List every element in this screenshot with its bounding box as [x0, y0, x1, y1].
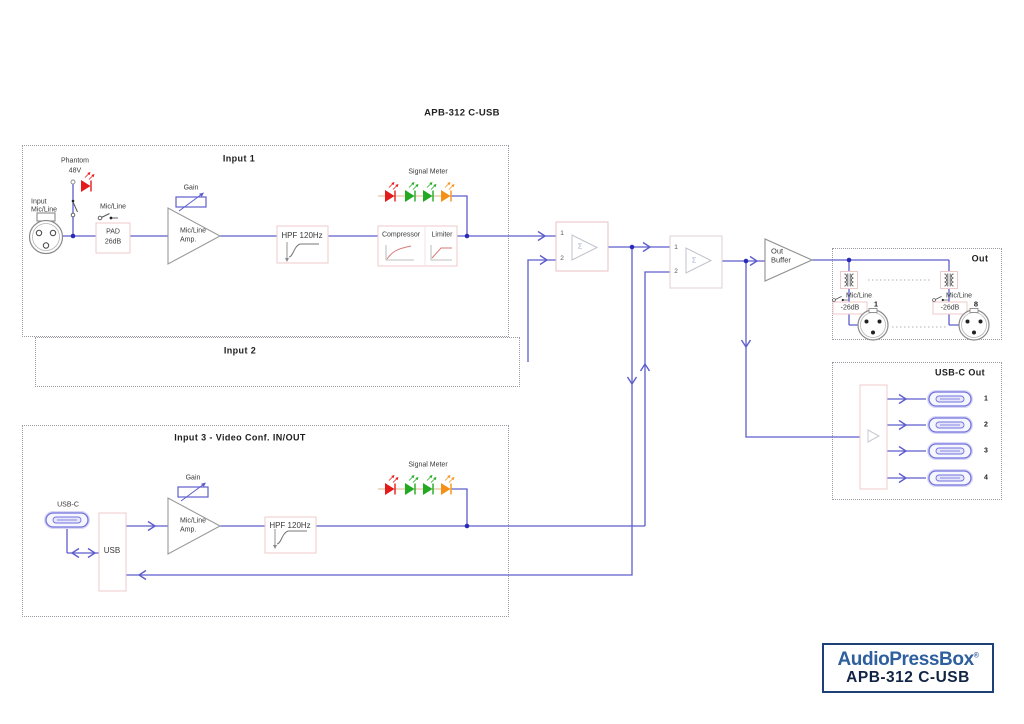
usbc-port-3-label: 3: [984, 447, 988, 455]
diagram-title: APB-312 C-USB: [424, 107, 500, 119]
out1-pad-label: -26dB: [840, 304, 860, 312]
input2-section-box: [35, 337, 520, 387]
hpf-curve-input3: [273, 529, 307, 549]
amp-label-input3-line2: Amp.: [180, 526, 197, 534]
usbc-out-section-label: USB-C Out: [934, 367, 986, 378]
micline-switch-label: Mic/Line: [99, 203, 127, 211]
limiter-label: Limiter: [431, 231, 453, 239]
amp-label-input3-line1: Mic/Line: [180, 517, 207, 525]
hpf-label-input3: HPF 120Hz: [269, 521, 311, 530]
out8-pad-label: -26dB: [940, 304, 960, 312]
out-buffer-triangle: [764, 238, 814, 282]
pad-label-line2: 26dB: [104, 238, 122, 246]
usbc-out-port-4: [927, 469, 973, 487]
meter3-led-green1: [404, 474, 420, 496]
usbc-out-port-3: [927, 442, 973, 460]
mixer1-in2-label: 2: [560, 254, 564, 262]
out-buffer-label-line2: Buffer: [771, 255, 791, 265]
mixer2-block: [669, 235, 723, 289]
micline-switch-icon-input1: [97, 213, 119, 221]
phantom-label-line1: Phantom: [60, 157, 90, 165]
mixer1-block: [555, 221, 609, 272]
out-channel-1-label: 1: [873, 299, 879, 309]
usbc-port-4-label: 4: [984, 474, 988, 482]
usbc-input-connector: [44, 511, 90, 529]
out-section-label: Out: [971, 253, 989, 264]
input-micline-label-line1: Input: [31, 198, 47, 206]
meter3-led-red: [384, 474, 400, 496]
mixer2-in1-label: 1: [674, 243, 678, 251]
compressor-curve: [385, 245, 414, 261]
signal-meter-label-input1: Signal Meter: [408, 168, 448, 176]
usbc-out-buffer-block: [859, 384, 888, 490]
registered-mark: ®: [973, 652, 979, 660]
out8-pad-block: [932, 301, 968, 315]
brand-name: AudioPressBox®: [837, 648, 979, 670]
meter3-led-green2: [422, 474, 438, 496]
pad-label-line1: PAD: [106, 228, 120, 236]
meter1-led-green2: [422, 181, 438, 203]
amp-label-input1-line1: Mic/Line: [180, 227, 207, 235]
out-channel-8-label: 8: [973, 299, 979, 309]
phantom-led-icon: [80, 171, 96, 193]
out1-pad-block: [832, 301, 868, 315]
hpf-label-input1: HPF 120Hz: [281, 231, 323, 240]
out-buffer-label-line1: Out: [771, 246, 784, 256]
mixer1-opamp-icon: [571, 234, 599, 261]
brand-model: APB-312 C-USB: [846, 668, 970, 686]
compressor-limiter-block: [377, 225, 458, 267]
brand-logo: AudioPressBox® APB-312 C-USB: [822, 643, 994, 693]
out1-micline-label: Mic/Line: [846, 292, 873, 300]
usbc-out-section-box: [832, 362, 1002, 500]
input1-section-label: Input 1: [222, 153, 256, 164]
input2-section-label: Input 2: [223, 345, 257, 356]
usbc-buffer-opamp-icon: [867, 429, 881, 443]
mixer1-sum-symbol: Σ: [577, 243, 583, 251]
gain-pot-input1: [175, 191, 207, 212]
phantom-switch-icon: [70, 179, 78, 218]
compressor-label: Compressor: [381, 231, 421, 239]
hpf-curve-input1: [285, 242, 319, 262]
xlr-input-connector: [28, 212, 64, 255]
usbc-out-port-1: [927, 390, 973, 408]
input3-section-box: [22, 425, 509, 617]
limiter-curve: [430, 245, 452, 261]
gain-label-input3: Gain: [185, 474, 201, 482]
phantom-label-line2: 48V: [68, 167, 82, 175]
transformer-icon-1: [840, 271, 858, 289]
usb-interface-block: [98, 512, 127, 592]
usbc-connector-label: USB-C: [57, 501, 79, 509]
meter3-led-orange: [440, 474, 456, 496]
channel-repeat-dots: [868, 279, 948, 328]
meter1-led-red: [384, 181, 400, 203]
mixer1-in1-label: 1: [560, 229, 564, 237]
meter1-led-green1: [404, 181, 420, 203]
meter1-led-orange: [440, 181, 456, 203]
input1-section-box: [22, 145, 509, 337]
usbc-port-1-label: 1: [984, 395, 988, 403]
usb-block-label: USB: [103, 546, 121, 555]
out8-micline-label: Mic/Line: [946, 292, 973, 300]
mixer2-sum-symbol: Σ: [691, 257, 697, 265]
mixer2-opamp-icon: [685, 247, 713, 274]
usbc-port-2-label: 2: [984, 421, 988, 429]
signal-meter-label-input3: Signal Meter: [408, 461, 448, 469]
input-micline-label-line2: Mic/Line: [31, 206, 58, 214]
gain-label-input1: Gain: [183, 184, 199, 192]
out-section-box: [832, 248, 1002, 340]
gain-pot-input3: [177, 481, 209, 502]
amp-label-input1-line2: Amp.: [180, 236, 197, 244]
usbc-out-port-2: [927, 416, 973, 434]
wire-junctions: [70, 233, 852, 529]
transformer-icon-8: [940, 271, 958, 289]
mixer2-in2-label: 2: [674, 267, 678, 275]
hpf-block-input3: [264, 516, 317, 554]
pad-26db-block: [95, 222, 131, 254]
input3-section-label: Input 3 - Video Conf. IN/OUT: [174, 432, 306, 443]
